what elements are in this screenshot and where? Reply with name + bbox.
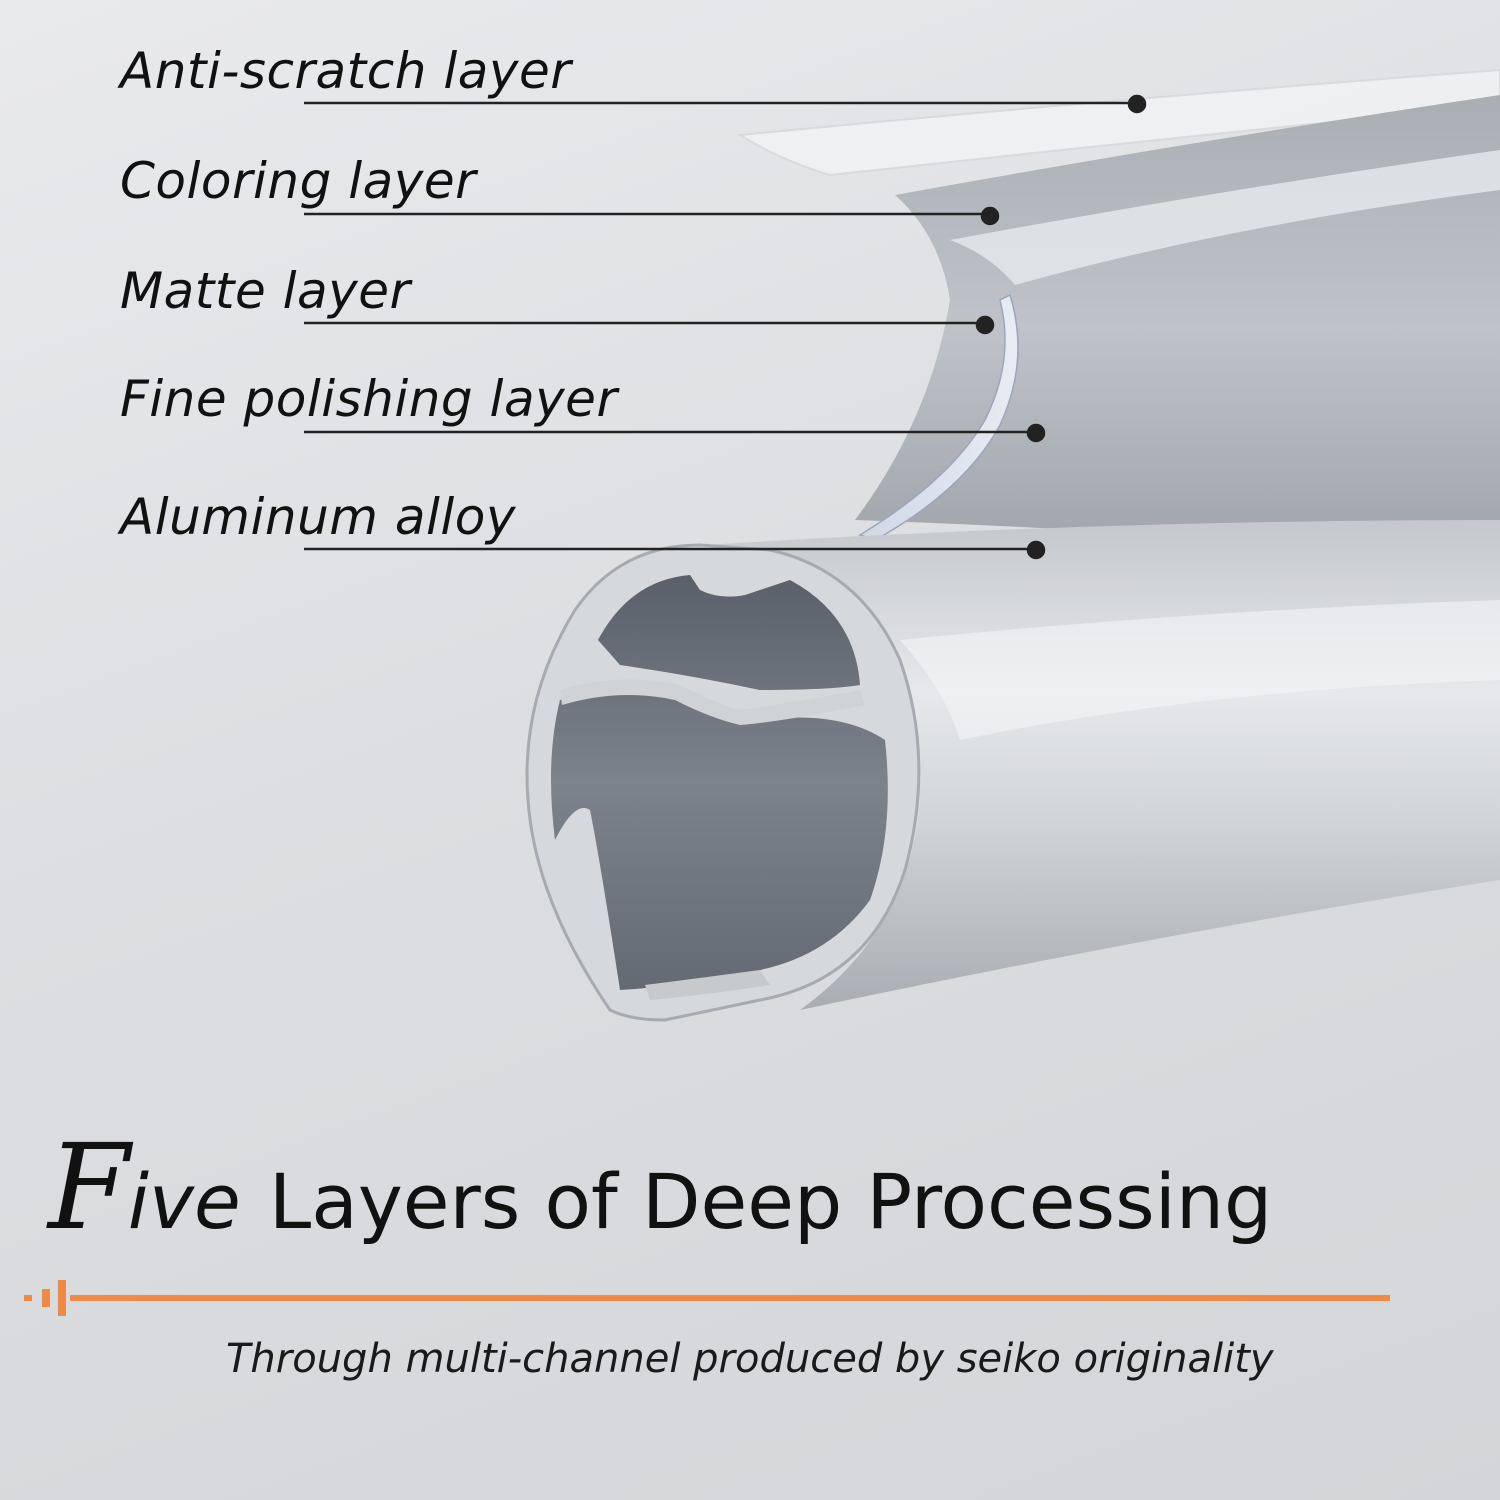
inner-rib [560, 679, 865, 725]
divider-tick-large [58, 1280, 66, 1316]
label-anti-scratch-layer: Anti-scratch layer [120, 42, 572, 100]
tagline: Through multi-channel produced by seiko … [226, 1336, 1274, 1382]
tube-inner-cavity [551, 575, 888, 990]
orange-divider [24, 1280, 1390, 1316]
label-aluminum-alloy: Aluminum alloy [120, 488, 516, 546]
leader-dot-aluminum [1026, 540, 1046, 560]
divider-tick-small [24, 1295, 32, 1301]
leader-dot-polishing [1026, 423, 1046, 443]
divider-line [70, 1295, 1390, 1301]
leader-dot-matte [975, 315, 995, 335]
leader-dot-anti-scratch [1127, 94, 1147, 114]
lower-slot-lip [645, 970, 770, 1000]
label-matte-layer: Matte layer [120, 262, 411, 320]
matte-layer-band [950, 150, 1500, 285]
title-first-word-rest: ive [127, 1157, 241, 1246]
label-fine-polishing-layer: Fine polishing layer [120, 370, 618, 428]
leader-dot-coloring [980, 206, 1000, 226]
title-initial-letter: F [48, 1118, 130, 1256]
title-rest: Layers of Deep Processing [268, 1157, 1273, 1246]
page-title: Five Layers of Deep Processing [48, 1118, 1272, 1256]
tube-highlight [900, 600, 1500, 740]
divider-tick-medium [42, 1289, 50, 1307]
leader-lines [304, 94, 1147, 560]
label-coloring-layer: Coloring layer [120, 152, 477, 210]
